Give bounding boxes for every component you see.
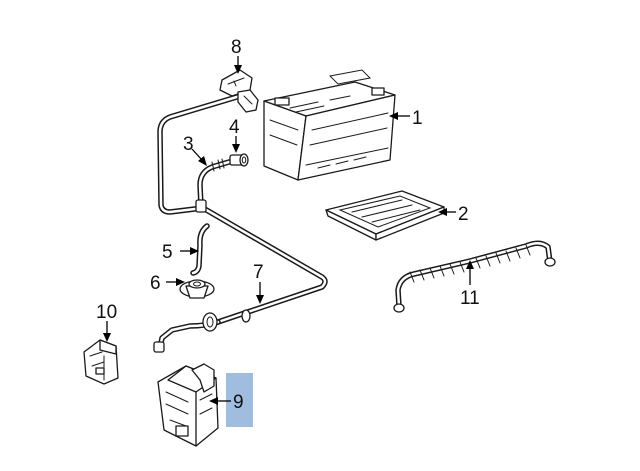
callout-2: 2 — [458, 204, 469, 225]
callout-1: 1 — [412, 108, 423, 129]
module-part[interactable] — [157, 363, 219, 447]
elbow-hose-part[interactable] — [195, 158, 232, 213]
callout-5: 5 — [162, 242, 173, 263]
callout-7: 7 — [253, 262, 264, 283]
grommet-part[interactable] — [179, 279, 215, 299]
callout-10: 10 — [96, 302, 117, 323]
fitting-part[interactable] — [229, 153, 249, 167]
vent-hose-part[interactable] — [157, 89, 328, 325]
battery-tray-part[interactable] — [325, 190, 445, 241]
callout-11: 11 — [460, 288, 480, 309]
callout-6: 6 — [150, 273, 161, 294]
callout-4: 4 — [229, 117, 240, 138]
sensor-lead-part[interactable] — [153, 312, 221, 353]
callout-8: 8 — [231, 37, 242, 58]
connector-part[interactable] — [83, 339, 119, 385]
short-hose-part[interactable] — [190, 223, 210, 276]
callout-9: 9 — [233, 392, 244, 413]
callout-3: 3 — [183, 134, 194, 155]
battery-part[interactable] — [263, 69, 396, 181]
callout-9-highlight — [226, 373, 253, 427]
